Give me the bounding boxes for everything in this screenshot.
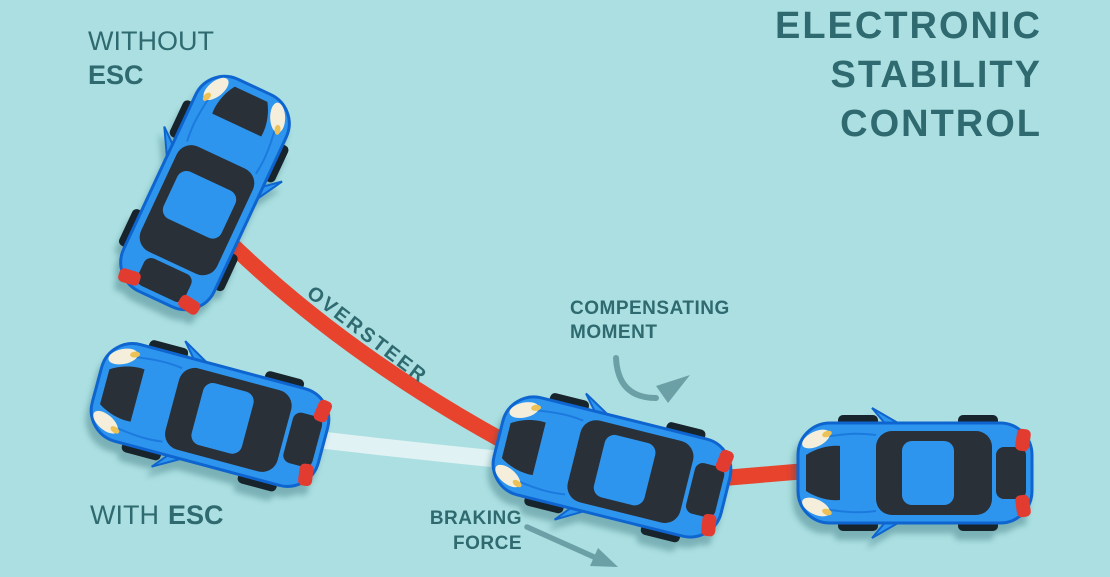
compensating-moment-arrow-icon [613,355,690,403]
compensating-moment-label: COMPENSATING MOMENT [570,297,730,345]
compensating-line-1: COMPENSATING [570,298,730,319]
title-line-1: ELECTRONIC [775,5,1042,47]
braking-line-2: FORCE [453,533,522,554]
without-esc-label: WITHOUT ESC [88,24,214,92]
with-esc-word: WITH [90,500,159,530]
without-esc-acronym: ESC [88,60,144,90]
title-line-2: STABILITY [830,54,1042,96]
title-line-3: CONTROL [840,103,1042,145]
braking-force-label: BRAKING FORCE [372,506,522,556]
without-esc-word: WITHOUT [88,26,214,56]
braking-force-arrow-icon [524,524,618,567]
braking-line-1: BRAKING [429,508,522,529]
with-esc-acronym: ESC [167,500,224,530]
page-title: ELECTRONIC STABILITY CONTROL [775,2,1042,149]
compensating-line-2: MOMENT [570,322,658,343]
with-esc-label: WITH ESC [90,500,224,531]
